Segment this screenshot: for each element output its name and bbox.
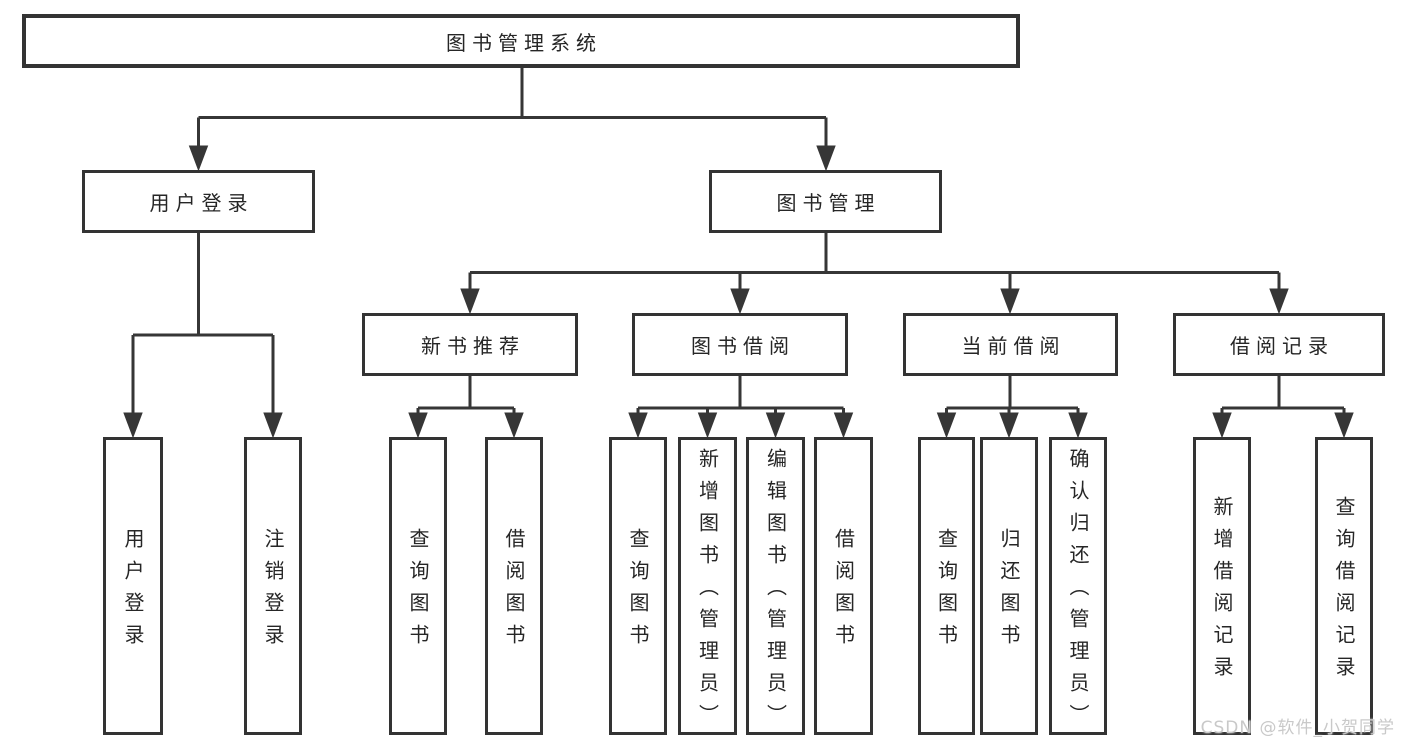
node-label: 查询图书	[934, 528, 959, 656]
connector-line	[131, 233, 275, 415]
connectors-book-borrow-branch	[628, 376, 854, 439]
connector-line	[416, 376, 516, 415]
connectors-borrow-records-branch	[1212, 376, 1354, 439]
node-label: 借阅记录	[1230, 334, 1334, 358]
leaf-borrow-query-books: 查询图书	[609, 437, 667, 735]
arrow-down-icon	[408, 412, 428, 439]
watermark: CSDN @软件_小贺同学	[1200, 718, 1395, 738]
node-current-borrow: 当前借阅	[903, 313, 1118, 376]
node-label: 查询图书	[626, 528, 650, 656]
leaf-current-confirm-return-admin: 确认归还（管理员）	[1049, 437, 1107, 736]
node-label: 编辑图书（管理员）	[763, 448, 788, 736]
arrow-down-icon	[697, 412, 718, 439]
node-label: 图书借阅	[691, 334, 795, 358]
node-book-management: 图书管理	[709, 170, 942, 233]
connector-line	[468, 233, 1281, 291]
leaf-newbook-query-books: 查询图书	[389, 437, 447, 735]
leaf-current-return-books: 归还图书	[980, 437, 1038, 735]
node-borrow-records: 借阅记录	[1173, 313, 1385, 376]
arrow-down-icon	[628, 412, 648, 439]
leaf-user-login: 用户登录	[103, 437, 163, 735]
node-label: 查询图书	[406, 528, 430, 656]
node-label: 确认归还（管理员）	[1066, 448, 1090, 736]
node-label: 注销登录	[261, 528, 285, 656]
connectors-current-borrow-branch	[936, 376, 1088, 439]
arrow-down-icon	[504, 412, 524, 439]
node-label: 用户登录	[121, 528, 145, 656]
node-label: 当前借阅	[961, 334, 1066, 358]
connectors-book-management-branch	[460, 233, 1289, 315]
leaf-borrow-borrow-books: 借阅图书	[814, 437, 873, 735]
leaf-logout-login: 注销登录	[244, 437, 302, 735]
node-new-book-recommend: 新书推荐	[362, 313, 578, 376]
arrow-down-icon	[188, 145, 209, 172]
arrow-down-icon	[1334, 412, 1354, 439]
node-label: 图书管理	[776, 191, 881, 215]
connector-line	[197, 68, 828, 148]
arrow-down-icon	[936, 412, 957, 439]
arrow-down-icon	[1068, 412, 1088, 439]
node-label: 新书推荐	[421, 334, 525, 358]
arrow-down-icon	[765, 412, 786, 439]
node-label: 借阅图书	[502, 528, 526, 656]
leaf-records-query-borrow-record: 查询借阅记录	[1315, 437, 1373, 735]
arrow-down-icon	[999, 412, 1019, 439]
node-user-login: 用户登录	[82, 170, 315, 233]
connectors-new-book-recommend-branch	[408, 376, 524, 439]
arrow-down-icon	[816, 145, 836, 172]
connectors-root-to-level2	[188, 68, 836, 172]
connector-line	[945, 376, 1080, 415]
node-label: 借阅图书	[831, 528, 856, 656]
leaf-borrow-edit-books-admin: 编辑图书（管理员）	[746, 437, 805, 736]
connector-line	[1220, 376, 1346, 415]
node-book-borrow: 图书借阅	[632, 313, 848, 376]
node-label: 查询借阅记录	[1332, 496, 1356, 688]
arrow-down-icon	[1000, 288, 1020, 315]
arrow-down-icon	[263, 412, 283, 439]
node-label: 新增借阅记录	[1210, 496, 1234, 688]
leaf-records-add-borrow-record: 新增借阅记录	[1193, 437, 1251, 735]
arrow-down-icon	[1269, 288, 1289, 315]
leaf-borrow-add-books-admin: 新增图书（管理员）	[678, 437, 737, 736]
connector-line	[636, 376, 845, 415]
leaf-newbook-borrow-books: 借阅图书	[485, 437, 543, 735]
leaf-current-query-books: 查询图书	[918, 437, 975, 735]
node-label: 归还图书	[997, 528, 1021, 656]
node-library-management-system: 图书管理系统	[22, 14, 1020, 68]
arrow-down-icon	[833, 412, 854, 439]
node-label: 图书管理系统	[446, 30, 602, 55]
node-label: 新增图书（管理员）	[695, 448, 720, 736]
node-label: 用户登录	[149, 191, 254, 215]
connectors-user-login-branch	[123, 233, 283, 439]
arrow-down-icon	[1212, 412, 1232, 439]
arrow-down-icon	[123, 412, 143, 439]
arrow-down-icon	[460, 288, 480, 315]
arrow-down-icon	[730, 288, 750, 315]
